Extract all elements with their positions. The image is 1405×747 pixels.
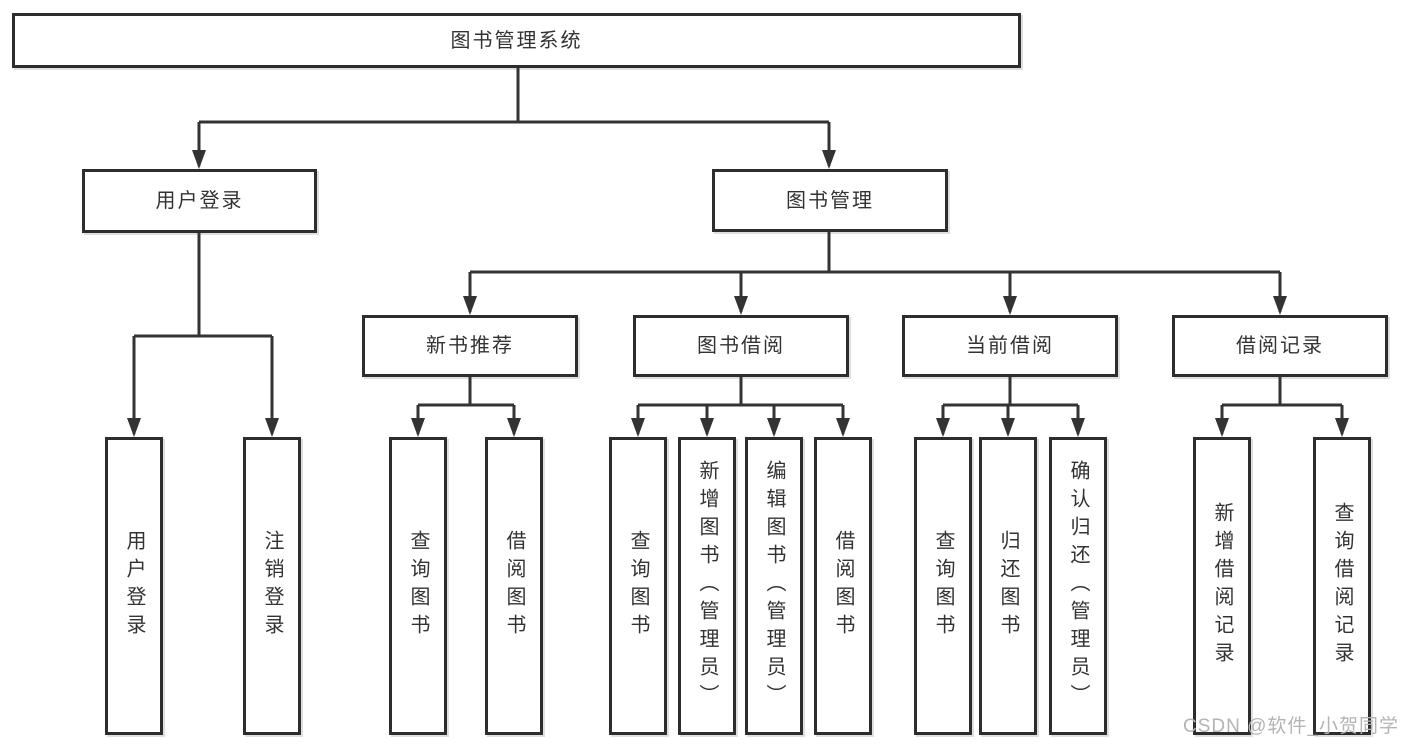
leaf-label: 查询图书 — [627, 530, 649, 642]
leaf-label: 归还图书 — [997, 530, 1019, 642]
node-label: 用户登录 — [155, 190, 244, 212]
leaf-label: 编辑图书（管理员） — [763, 460, 785, 712]
leaf-confirm-return-admin: 确认归还（管理员） — [1049, 437, 1107, 735]
leaf-label: 注销登录 — [261, 530, 283, 642]
leaf-add-borrow-record: 新增借阅记录 — [1193, 437, 1251, 735]
node-borrowing-records: 借阅记录 — [1172, 315, 1388, 377]
leaf-label: 确认归还（管理员） — [1067, 460, 1089, 712]
node-label: 图书管理 — [786, 189, 874, 212]
node-label: 当前借阅 — [966, 335, 1054, 357]
leaf-return-books: 归还图书 — [979, 437, 1037, 735]
node-label: 图书借阅 — [697, 335, 785, 357]
node-book-management: 图书管理 — [712, 169, 948, 232]
leaf-label: 借阅图书 — [832, 530, 854, 642]
leaf-query-books-borrowing: 查询图书 — [609, 437, 667, 735]
leaf-label: 新增借阅记录 — [1211, 502, 1233, 670]
leaf-label: 查询借阅记录 — [1331, 502, 1353, 670]
leaf-add-books-admin: 新增图书（管理员） — [678, 437, 736, 735]
csdn-watermark: CSDN @软件_小贺同学 — [1183, 711, 1399, 738]
leaf-query-books-recommend: 查询图书 — [389, 437, 447, 735]
leaf-query-books-current: 查询图书 — [914, 437, 972, 735]
leaf-label: 借阅图书 — [503, 530, 525, 642]
leaf-query-borrow-record: 查询借阅记录 — [1313, 437, 1371, 735]
node-label: 借阅记录 — [1236, 335, 1324, 357]
leaf-edit-books-admin: 编辑图书（管理员） — [745, 437, 803, 735]
leaf-borrow-books-recommend: 借阅图书 — [485, 437, 543, 735]
leaf-label: 查询图书 — [932, 530, 954, 642]
leaf-user-login: 用户登录 — [105, 437, 163, 735]
leaf-borrow-books-borrowing: 借阅图书 — [814, 437, 872, 735]
node-current-borrowing: 当前借阅 — [902, 315, 1118, 377]
node-library-management-system: 图书管理系统 — [12, 13, 1021, 68]
watermark-text: CSDN @软件_小贺同学 — [1183, 716, 1399, 737]
node-user-login: 用户登录 — [82, 169, 317, 233]
node-label: 新书推荐 — [426, 335, 514, 357]
node-label: 图书管理系统 — [450, 29, 583, 52]
node-book-borrowing: 图书借阅 — [633, 315, 849, 377]
leaf-logout: 注销登录 — [243, 437, 301, 735]
node-new-book-recommendation: 新书推荐 — [362, 315, 578, 377]
leaf-label: 用户登录 — [123, 530, 145, 642]
leaf-label: 新增图书（管理员） — [696, 460, 718, 712]
leaf-label: 查询图书 — [407, 530, 429, 642]
